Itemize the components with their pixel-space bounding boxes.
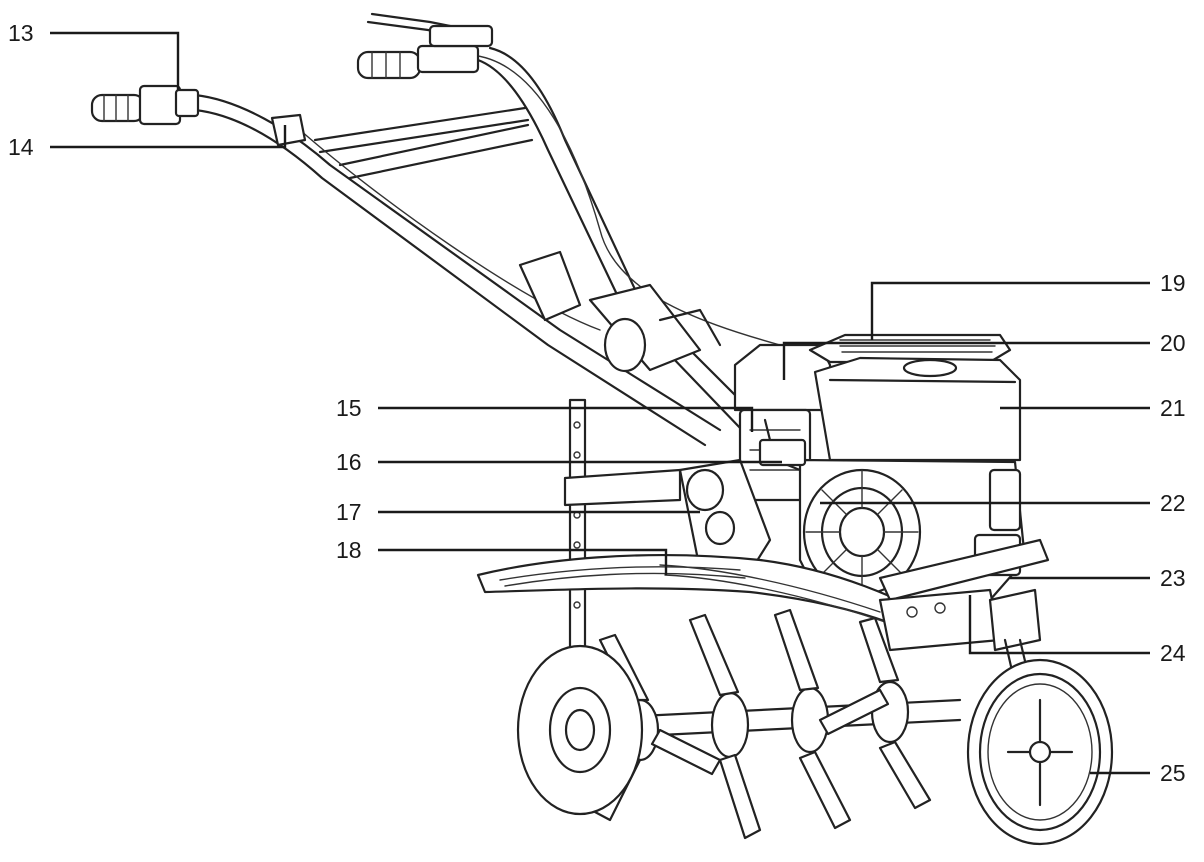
label-16: 16 [336,449,362,475]
depth-bar [563,398,682,662]
tines [558,608,962,840]
front-wheel [966,658,1114,846]
gearbox [678,418,807,582]
leader-18 [378,548,668,575]
label-14: 14 [8,134,34,160]
label-25: 25 [1160,760,1186,786]
leader-13 [50,31,180,90]
leader-19 [870,281,1150,340]
label-23: 23 [1160,565,1186,591]
left-wheel [516,644,644,816]
label-15: 15 [336,395,362,421]
label-19: 19 [1160,270,1186,296]
label-24: 24 [1160,640,1186,666]
handlebar-assembly [90,12,781,447]
leader-15 [378,406,754,432]
leader-24 [968,595,1150,655]
label-18: 18 [336,537,362,563]
label-20: 20 [1160,330,1186,356]
leader-20 [782,341,1150,380]
label-22: 22 [1160,490,1186,516]
label-21: 21 [1160,395,1186,421]
handle-mount [518,250,722,373]
leader-lines [50,31,1150,775]
part-labels: 13 14 15 16 17 18 19 20 21 22 23 24 25 [8,20,1186,786]
label-17: 17 [336,499,362,525]
leader-14 [50,125,287,149]
label-13: 13 [8,20,34,46]
